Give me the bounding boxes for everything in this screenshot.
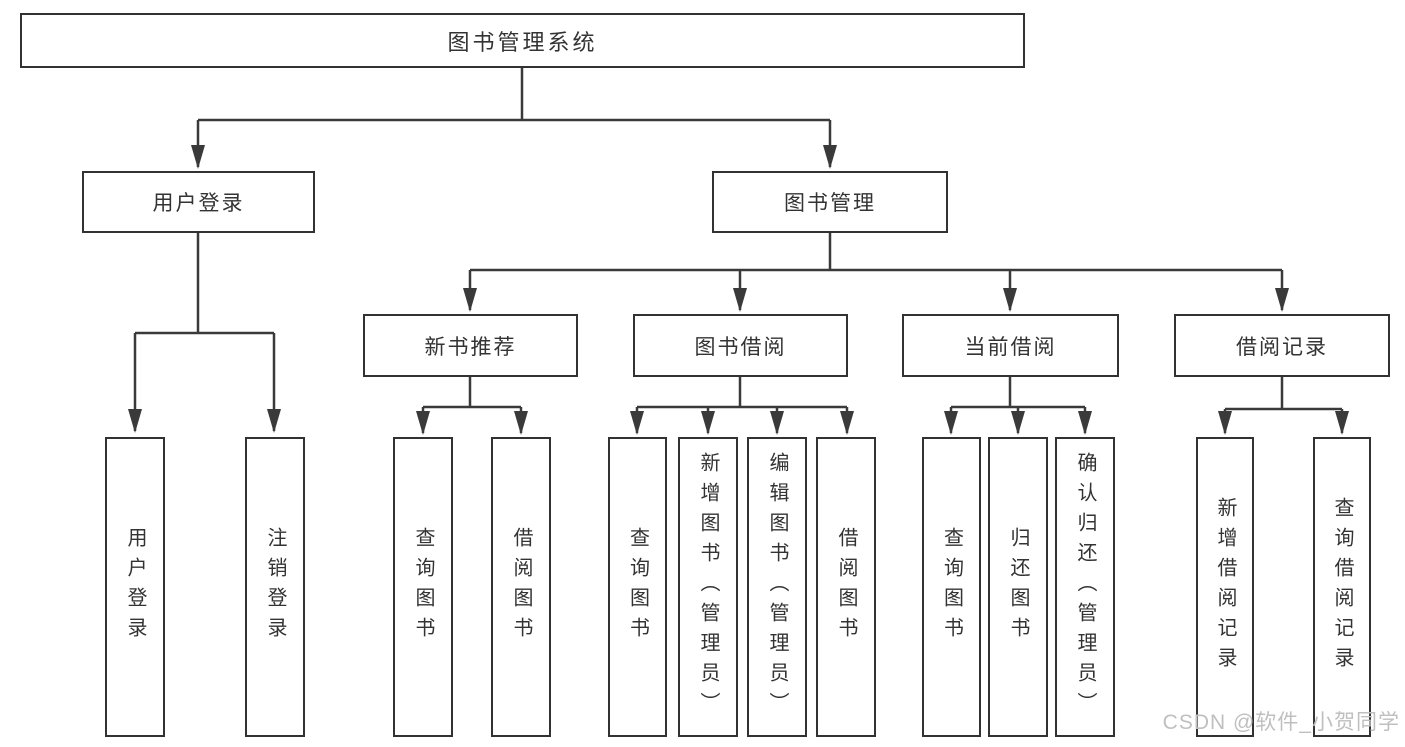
node-label: 借阅图书 xyxy=(835,527,857,647)
node-label: 当前借阅 xyxy=(964,335,1057,359)
leaf-user-login: 用户登录 xyxy=(105,437,165,737)
node-label: 借阅记录 xyxy=(1236,335,1328,359)
node-user-login: 用户登录 xyxy=(82,171,315,233)
node-label: 归还图书 xyxy=(1007,527,1029,647)
leaf-br-query-record: 查询借阅记录 xyxy=(1313,437,1371,737)
node-label: 查询图书 xyxy=(412,527,434,647)
leaf-nbr-query-books: 查询图书 xyxy=(393,437,453,737)
node-borrow-records: 借阅记录 xyxy=(1174,314,1390,377)
node-book-borrow: 图书借阅 xyxy=(633,314,848,377)
node-label: 用户登录 xyxy=(124,527,146,647)
leaf-nbr-borrow-books: 借阅图书 xyxy=(491,437,551,737)
leaf-bb-borrow-books: 借阅图书 xyxy=(816,437,876,737)
node-label: 注销登录 xyxy=(264,527,286,647)
leaf-bb-query-books: 查询图书 xyxy=(608,437,667,737)
csdn-watermark: CSDN @软件_小贺同学 xyxy=(1162,711,1400,734)
leaf-bb-add-books-admin: 新增图书（管理员） xyxy=(678,437,738,737)
node-label: 借阅图书 xyxy=(510,527,532,647)
node-label: 图书借阅 xyxy=(694,335,787,359)
leaf-cb-confirm-return-admin: 确认归还（管理员） xyxy=(1055,437,1115,737)
node-current-borrow: 当前借阅 xyxy=(902,314,1119,377)
node-label: 新书推荐 xyxy=(424,335,517,359)
node-label: 用户登录 xyxy=(152,192,245,215)
node-label: 新增图书（管理员） xyxy=(697,452,719,722)
node-label: 新增借阅记录 xyxy=(1214,497,1236,677)
leaf-cb-return-books: 归还图书 xyxy=(988,437,1048,737)
leaf-logout: 注销登录 xyxy=(245,437,305,737)
node-new-book-recommend: 新书推荐 xyxy=(363,314,578,377)
leaf-br-add-record: 新增借阅记录 xyxy=(1196,437,1254,737)
node-label: 图书管理 xyxy=(784,192,876,215)
leaf-bb-edit-books-admin: 编辑图书（管理员） xyxy=(747,437,807,737)
node-label: 查询借阅记录 xyxy=(1331,497,1353,677)
leaf-cb-query-books: 查询图书 xyxy=(922,437,981,737)
node-label: 确认归还（管理员） xyxy=(1074,452,1096,722)
node-label: 图书管理系统 xyxy=(447,29,598,55)
node-library-management-system: 图书管理系统 xyxy=(20,13,1025,68)
node-book-management: 图书管理 xyxy=(712,171,948,233)
node-label: 查询图书 xyxy=(626,527,649,647)
node-label: 编辑图书（管理员） xyxy=(766,452,788,722)
node-label: 查询图书 xyxy=(940,527,963,647)
